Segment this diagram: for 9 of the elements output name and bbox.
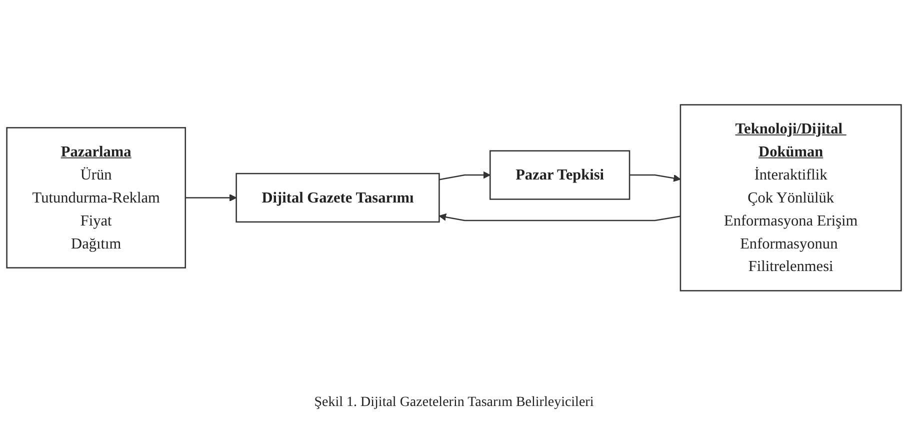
arrow [438,213,681,221]
node-box: Dijital Gazete Tasarımı [236,172,440,222]
arrow [630,174,681,182]
node-box: Teknoloji/Dijital Doküman İnteraktiflik Çok Yönlülük Enformasyona Erişim Enformasyonun Filitrelenmesi [680,104,902,292]
arrow [185,194,237,202]
arrow [439,171,490,180]
node-box: Pazarlama Ürün Tutundurma-Reklam Fiyat Dağıtım [6,126,186,268]
node-box: Pazar Tepkisi [489,150,630,200]
caption: Şekil 1. Dijital Gazetelerin Tasarım Belirleyicileri [314,395,594,410]
